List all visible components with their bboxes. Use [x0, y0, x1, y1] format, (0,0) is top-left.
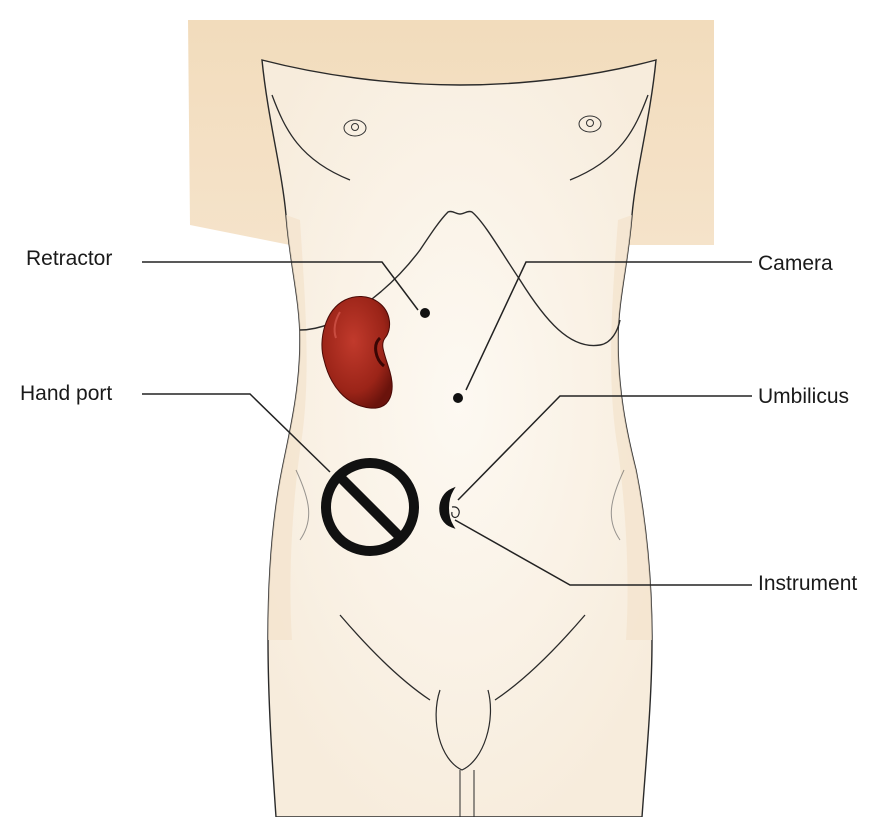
umbilicus-leader-line [457, 395, 752, 501]
genital-outline [435, 689, 492, 771]
retractor-label: Retractor [26, 247, 113, 270]
umbilicus-label: Umbilicus [758, 385, 850, 408]
umbilicus-instrument-marker [439, 486, 460, 529]
torso-side-shade-right [611, 215, 652, 640]
camera-port-dot [453, 393, 463, 403]
instrument-label: Instrument [758, 572, 858, 595]
camera-label: Camera [758, 252, 833, 275]
retractor-port-dot [420, 308, 430, 318]
costal-margin [299, 210, 621, 347]
pectoral-left-line [271, 94, 351, 181]
instrument-leader-line [454, 519, 752, 586]
hand-port-symbol [321, 458, 419, 556]
retractor-leader-line [142, 261, 419, 311]
camera-leader-line [465, 261, 752, 391]
pectoral-right-line [569, 94, 649, 181]
handport-leader-line [142, 393, 331, 473]
inguinal-line-right [494, 614, 586, 701]
nipple-right [578, 115, 602, 133]
torso-side-shade-left [268, 215, 307, 640]
nipple-left [343, 119, 367, 137]
inguinal-line-left [339, 614, 431, 701]
torso-body [261, 59, 657, 817]
abdominal-line-left [295, 469, 310, 541]
abdominal-line-right [610, 469, 625, 541]
hand-port-label: Hand port [20, 382, 113, 405]
kidney [321, 296, 393, 409]
